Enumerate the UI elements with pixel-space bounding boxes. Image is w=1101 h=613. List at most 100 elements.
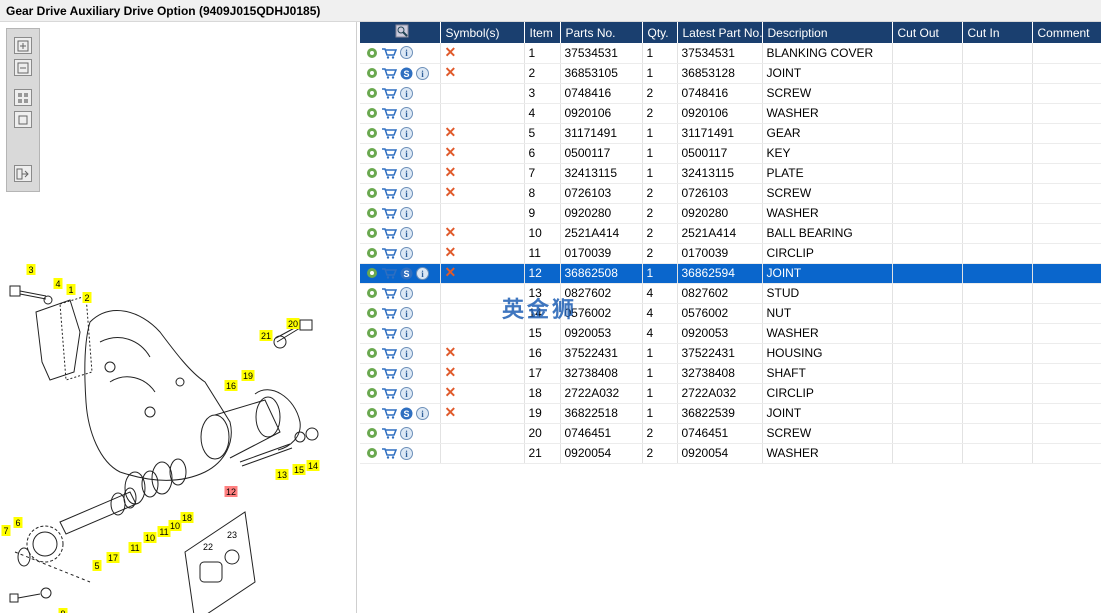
- gear-icon[interactable]: [366, 327, 378, 339]
- gear-icon[interactable]: [366, 207, 378, 219]
- gear-icon[interactable]: [366, 347, 378, 359]
- info-icon[interactable]: i: [400, 126, 413, 140]
- gear-icon[interactable]: [366, 167, 378, 179]
- info-icon[interactable]: i: [400, 166, 413, 180]
- callout-16[interactable]: 16: [224, 380, 238, 391]
- diagram-pane[interactable]: 1234567891011101112131415161718192021222…: [0, 22, 357, 613]
- gear-icon[interactable]: [366, 227, 378, 239]
- s-badge-icon[interactable]: S: [400, 267, 413, 280]
- cart-icon[interactable]: [381, 287, 397, 299]
- info-icon[interactable]: i: [400, 306, 413, 320]
- column-header-comment[interactable]: Comment: [1032, 22, 1101, 43]
- info-icon[interactable]: i: [400, 226, 413, 240]
- cart-icon[interactable]: [381, 87, 397, 99]
- callout-19[interactable]: 19: [241, 370, 255, 381]
- info-icon[interactable]: i: [400, 86, 413, 100]
- zoom-in-button[interactable]: [14, 37, 32, 54]
- search-column-header[interactable]: [360, 22, 441, 43]
- callout-10[interactable]: 10: [143, 532, 157, 543]
- gear-icon[interactable]: [366, 367, 378, 379]
- callout-20[interactable]: 20: [286, 318, 300, 329]
- callout-10[interactable]: 10: [168, 520, 182, 531]
- info-icon[interactable]: i: [400, 246, 413, 260]
- gear-icon[interactable]: [366, 307, 378, 319]
- gear-icon[interactable]: [366, 87, 378, 99]
- gear-icon[interactable]: [366, 127, 378, 139]
- cart-icon[interactable]: [381, 387, 397, 399]
- info-icon[interactable]: i: [400, 326, 413, 340]
- callout-12[interactable]: 12: [224, 486, 238, 497]
- cart-icon[interactable]: [381, 407, 397, 419]
- zoom-out-button[interactable]: [14, 59, 32, 76]
- cart-icon[interactable]: [381, 347, 397, 359]
- column-header-parts-no[interactable]: Parts No.: [560, 22, 643, 43]
- search-icon[interactable]: [395, 24, 409, 38]
- gear-icon[interactable]: [366, 147, 378, 159]
- gear-icon[interactable]: [366, 427, 378, 439]
- info-icon[interactable]: i: [416, 406, 429, 420]
- callout-11[interactable]: 11: [128, 542, 142, 553]
- callout-3[interactable]: 3: [26, 264, 36, 275]
- column-header-symbols[interactable]: Symbol(s): [440, 22, 525, 43]
- callout-2[interactable]: 2: [82, 292, 92, 303]
- cart-icon[interactable]: [381, 427, 397, 439]
- info-icon[interactable]: i: [400, 386, 413, 400]
- export-button[interactable]: [14, 165, 32, 182]
- info-icon[interactable]: i: [400, 346, 413, 360]
- cart-icon[interactable]: [381, 187, 397, 199]
- column-header-qty[interactable]: Qty.: [642, 22, 678, 43]
- info-icon[interactable]: i: [416, 66, 429, 80]
- gear-icon[interactable]: [366, 247, 378, 259]
- callout-4[interactable]: 4: [53, 278, 63, 289]
- info-icon[interactable]: i: [400, 146, 413, 160]
- cart-icon[interactable]: [381, 307, 397, 319]
- column-header-cut-out[interactable]: Cut Out: [892, 22, 963, 43]
- callout-22[interactable]: 22: [203, 542, 213, 552]
- callout-23[interactable]: 23: [227, 530, 237, 540]
- callout-9[interactable]: 9: [58, 608, 68, 613]
- cart-icon[interactable]: [381, 447, 397, 459]
- gear-icon[interactable]: [366, 287, 378, 299]
- actual-size-button[interactable]: [14, 111, 32, 128]
- gear-icon[interactable]: [366, 67, 378, 79]
- cart-icon[interactable]: [381, 207, 397, 219]
- cart-icon[interactable]: [381, 367, 397, 379]
- info-icon[interactable]: i: [400, 366, 413, 380]
- gear-icon[interactable]: [366, 387, 378, 399]
- info-icon[interactable]: i: [400, 286, 413, 300]
- gear-icon[interactable]: [366, 187, 378, 199]
- callout-11[interactable]: 11: [157, 526, 171, 537]
- info-icon[interactable]: i: [400, 426, 413, 440]
- gear-icon[interactable]: [366, 407, 378, 419]
- callout-1[interactable]: 1: [66, 284, 76, 295]
- info-icon[interactable]: i: [400, 186, 413, 200]
- callout-18[interactable]: 18: [180, 512, 194, 523]
- info-icon[interactable]: i: [400, 46, 413, 60]
- column-header-cut-in[interactable]: Cut In: [962, 22, 1033, 43]
- cart-icon[interactable]: [381, 167, 397, 179]
- s-badge-icon[interactable]: S: [400, 407, 413, 420]
- gear-icon[interactable]: [366, 447, 378, 459]
- cart-icon[interactable]: [381, 127, 397, 139]
- gear-icon[interactable]: [366, 107, 378, 119]
- callout-15[interactable]: 15: [292, 464, 306, 475]
- callout-21[interactable]: 21: [259, 330, 273, 341]
- callout-5[interactable]: 5: [92, 560, 102, 571]
- cart-icon[interactable]: [381, 47, 397, 59]
- callout-17[interactable]: 17: [106, 552, 120, 563]
- callout-14[interactable]: 14: [306, 460, 320, 471]
